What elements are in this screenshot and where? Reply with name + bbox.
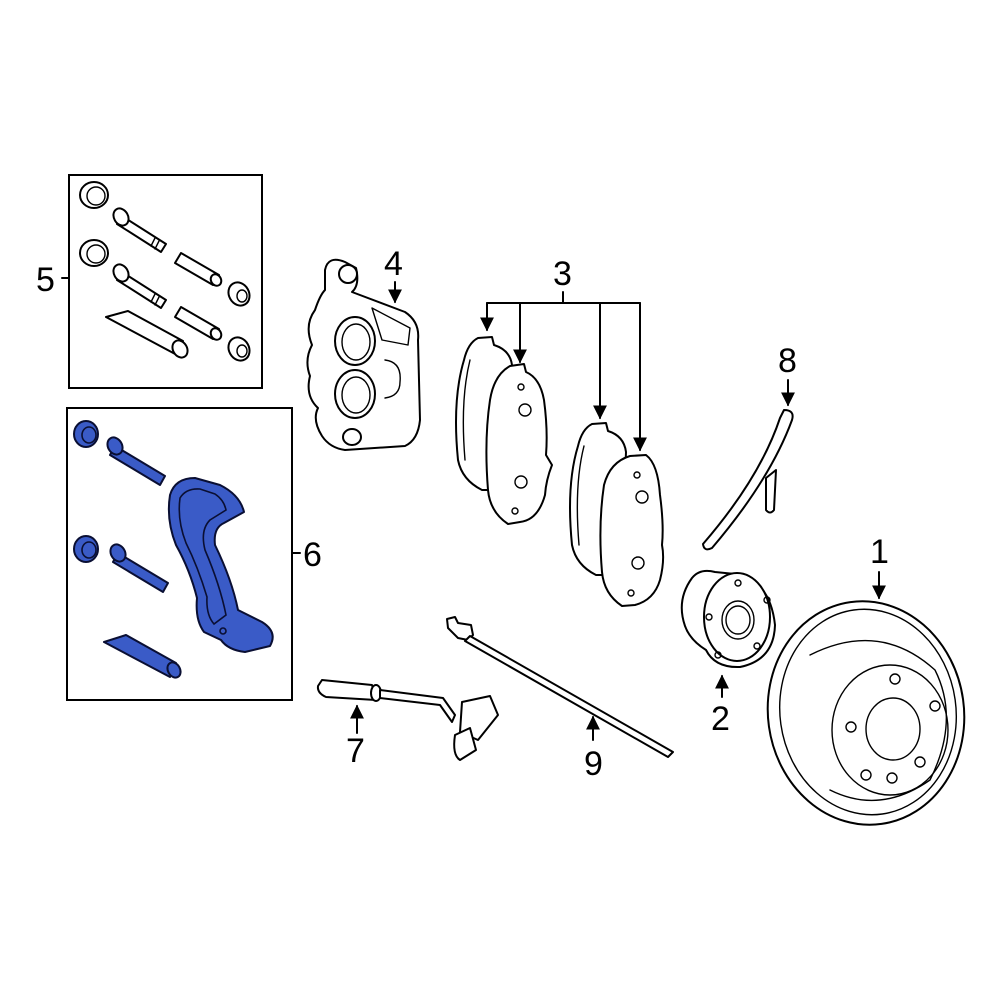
dust-cap-icon	[73, 535, 99, 563]
callout-7[interactable]: 7	[346, 732, 365, 770]
guide-bolt-icon	[112, 207, 167, 253]
guide-bolt-icon	[112, 263, 167, 309]
callout-1[interactable]: 1	[870, 533, 889, 571]
callout-4[interactable]: 4	[384, 245, 403, 283]
wear-sensor-icon	[316, 679, 499, 761]
bracket-bolt-icon	[109, 543, 169, 593]
leader-3	[486, 291, 641, 304]
guide-sleeve-icon	[174, 306, 223, 341]
rotor-icon	[766, 600, 966, 826]
sensor-wire-icon	[446, 616, 674, 758]
kit-6-frame	[66, 407, 293, 701]
guide-boot-icon	[227, 281, 251, 307]
part-6-caliper-bracket-kit[interactable]: 6	[66, 407, 322, 701]
kit-5-frame	[68, 174, 263, 389]
part-3-brake-pads[interactable]: 3	[455, 255, 665, 607]
bracket-bolt-icon	[106, 436, 166, 486]
part-4-brake-caliper[interactable]: 4	[306, 245, 421, 451]
hub-icon	[680, 569, 776, 669]
dust-cap-icon	[73, 420, 99, 448]
part-8-hose-clip[interactable]: 8	[702, 342, 797, 551]
grease-tube-icon	[103, 634, 182, 679]
part-5-hardware-kit[interactable]: 5	[36, 174, 263, 389]
callout-6[interactable]: 6	[303, 536, 322, 574]
clip-icon	[702, 409, 794, 551]
part-7-wear-sensor[interactable]: 7	[316, 679, 499, 770]
grease-tube-icon	[105, 310, 189, 359]
callout-9[interactable]: 9	[584, 745, 603, 783]
part-2-wheel-hub[interactable]: 2	[680, 569, 776, 738]
part-1-brake-rotor[interactable]: 1	[753, 533, 978, 838]
callout-5[interactable]: 5	[36, 261, 55, 299]
brake-pad-icon	[485, 363, 553, 525]
dust-cap-icon	[79, 181, 109, 209]
brake-pad-icon	[599, 454, 665, 607]
caliper-icon	[306, 258, 421, 451]
caliper-bracket-icon	[167, 477, 274, 653]
callout-3[interactable]: 3	[553, 255, 572, 293]
callout-2[interactable]: 2	[711, 700, 730, 738]
dust-cap-icon	[79, 239, 109, 267]
guide-boot-icon	[227, 336, 251, 362]
guide-sleeve-icon	[174, 252, 223, 287]
callout-8[interactable]: 8	[778, 342, 797, 380]
part-9-sensor-wire[interactable]: 9	[446, 616, 674, 783]
